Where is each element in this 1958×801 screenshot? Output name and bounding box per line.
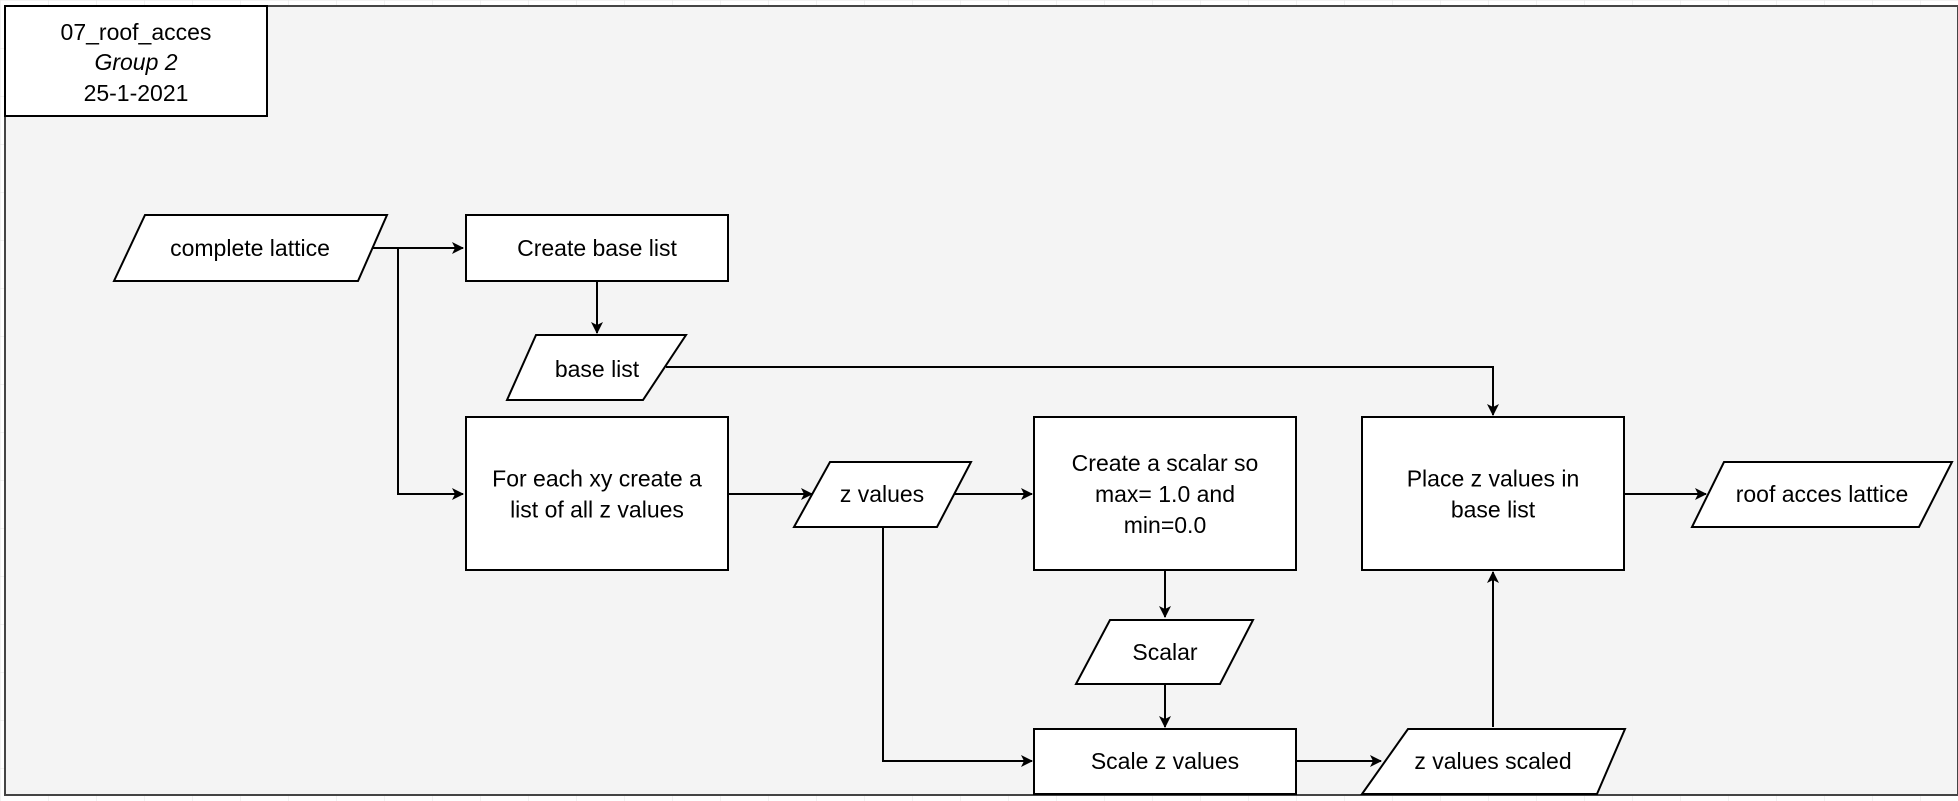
title-date: 25-1-2021 [84, 80, 189, 106]
label-line: base list [555, 356, 640, 382]
label-line: complete lattice [170, 235, 330, 261]
label-roof-acces-lattice: roof acces lattice [1736, 481, 1909, 507]
process-create-base-list[interactable] [465, 214, 729, 282]
arrow-base-list-to-place [666, 366, 1499, 416]
io-base-list[interactable] [505, 334, 688, 401]
io-complete-lattice[interactable] [112, 214, 389, 282]
label-line: Scale z values [1091, 748, 1239, 774]
label-line: Scalar [1132, 639, 1198, 665]
label-z-values: z values [840, 481, 924, 507]
label-for-each-xy: For each xy create a list of all z values [492, 466, 702, 523]
label-line: Create a scalar so [1072, 450, 1259, 476]
process-create-scalar[interactable] [1033, 416, 1297, 571]
io-scalar[interactable] [1074, 619, 1255, 685]
diagram-frame [4, 5, 1958, 796]
label-create-base-list: Create base list [517, 235, 677, 261]
arrow-z-values-to-scale [882, 527, 1033, 767]
title-group: Group 2 [94, 49, 177, 75]
label-z-values-scaled: z values scaled [1414, 748, 1571, 774]
label-line: For each xy create a [492, 466, 702, 492]
label-line: z values [840, 481, 924, 507]
title-block[interactable]: 07_roof_acces Group 2 25-1-2021 [4, 5, 268, 117]
connectors [370, 242, 1707, 767]
arrow-lattice-to-for-each [397, 248, 464, 500]
process-for-each-xy[interactable] [465, 416, 729, 571]
label-create-scalar: Create a scalar so max= 1.0 and min=0.0 [1072, 450, 1259, 538]
label-scalar: Scalar [1132, 639, 1198, 665]
process-scale-z-values[interactable] [1033, 728, 1297, 795]
label-line: list of all z values [510, 497, 684, 523]
process-place-z-values[interactable] [1361, 416, 1625, 571]
io-roof-acces-lattice[interactable] [1690, 461, 1954, 528]
label-line: min=0.0 [1124, 512, 1206, 538]
label-line: max= 1.0 and [1095, 481, 1235, 507]
title-name: 07_roof_acces [61, 19, 212, 45]
label-base-list: base list [555, 356, 640, 382]
label-line: z values scaled [1414, 748, 1571, 774]
label-line: roof acces lattice [1736, 481, 1909, 507]
io-z-values-scaled[interactable] [1360, 728, 1627, 795]
label-line: base list [1451, 497, 1536, 523]
label-line: Create base list [517, 235, 677, 261]
label-complete-lattice: complete lattice [170, 235, 330, 261]
label-line: Place z values in [1407, 466, 1580, 492]
label-place-z-values: Place z values in base list [1407, 466, 1580, 523]
io-z-values[interactable] [792, 461, 973, 528]
label-scale-z-values: Scale z values [1091, 748, 1239, 774]
